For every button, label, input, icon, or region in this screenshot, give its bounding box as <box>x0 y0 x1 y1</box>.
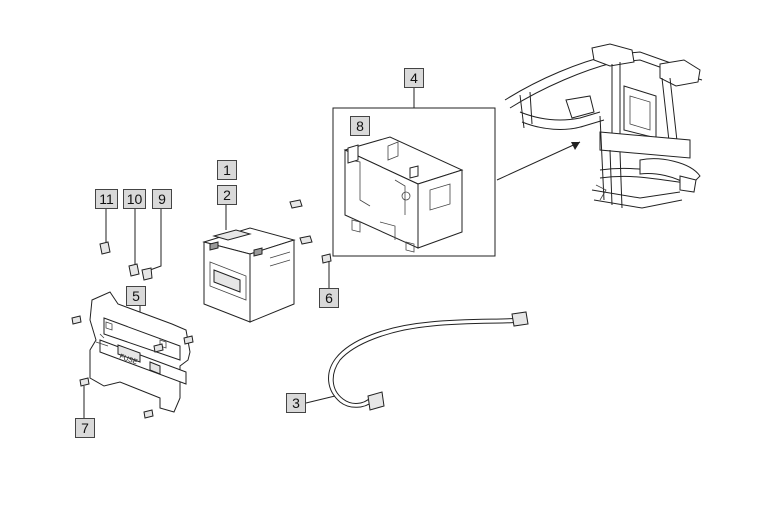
callout-11[interactable]: 11 <box>95 189 118 209</box>
vehicle-frame <box>504 43 703 209</box>
direction-arrow <box>496 141 581 181</box>
callout-1[interactable]: 1 <box>217 160 237 180</box>
battery <box>202 227 296 323</box>
callout-3[interactable]: 3 <box>286 393 306 413</box>
small-fuses <box>99 208 162 281</box>
callout-6[interactable]: 6 <box>319 288 339 308</box>
bracket-screws <box>71 315 194 419</box>
callout-2[interactable]: 2 <box>217 185 237 205</box>
callout-7[interactable]: 7 <box>75 418 95 438</box>
callout-10[interactable]: 10 <box>123 189 146 209</box>
battery-box <box>343 136 464 253</box>
callout-4[interactable]: 4 <box>404 68 424 88</box>
callout-5[interactable]: 5 <box>126 286 146 306</box>
screws <box>289 199 332 288</box>
battery-cable <box>328 311 529 411</box>
callout-8[interactable]: 8 <box>350 116 370 136</box>
callout-9[interactable]: 9 <box>152 189 172 209</box>
